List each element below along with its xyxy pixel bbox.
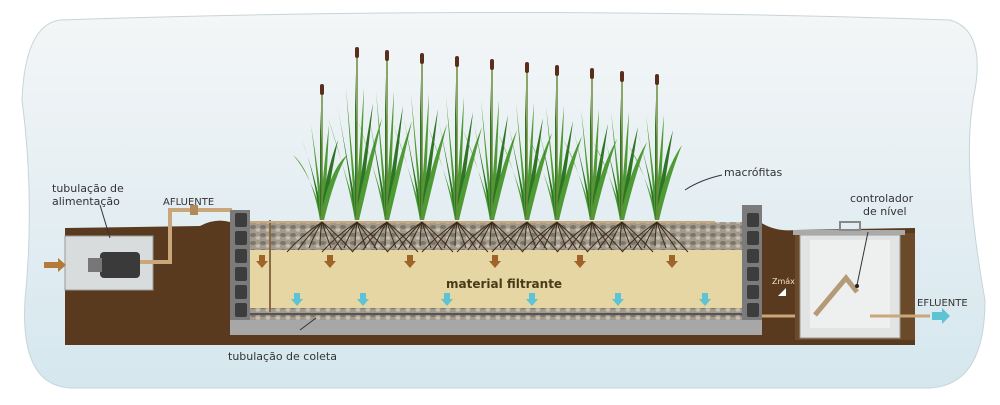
down-flow-arrow	[489, 255, 501, 268]
plant	[498, 62, 552, 220]
level-controller-box	[793, 221, 930, 340]
concrete-block	[747, 285, 759, 299]
feed-pipe-label: tubulação de	[52, 182, 124, 195]
root	[386, 221, 454, 253]
plant	[358, 50, 412, 220]
level-controller-label-2: de nível	[863, 205, 907, 218]
water-flow-arrow	[441, 293, 453, 306]
influent-label: AFLUENTE	[163, 197, 214, 208]
plant	[528, 65, 582, 220]
root	[321, 221, 389, 253]
plant	[293, 84, 347, 220]
cattail-head	[620, 71, 624, 82]
flow-arrows	[256, 255, 711, 306]
cattail-head	[525, 62, 529, 73]
cattail-head	[385, 50, 389, 61]
inflow-arrow	[44, 258, 66, 272]
zmax-marker	[778, 288, 786, 296]
plant	[328, 47, 382, 220]
concrete-block	[235, 303, 247, 317]
plant	[393, 53, 447, 220]
down-flow-arrow	[574, 255, 586, 268]
plant	[428, 56, 482, 220]
concrete-block	[235, 213, 247, 227]
plant	[563, 68, 617, 220]
feed-pipe-label-2: alimentação	[52, 195, 120, 208]
concrete-block	[747, 267, 759, 281]
cattail-head	[655, 74, 659, 85]
level-controller-label: controlador	[850, 192, 914, 205]
concrete-block	[747, 249, 759, 263]
pump-station	[64, 205, 232, 291]
root	[491, 221, 559, 253]
down-flow-arrow	[666, 255, 678, 268]
cattail-head	[320, 84, 324, 95]
concrete-block	[747, 303, 759, 317]
concrete-block	[235, 267, 247, 281]
concrete-block	[747, 231, 759, 245]
cattail-head	[455, 56, 459, 67]
effluent-label: EFLUENTE	[917, 298, 968, 309]
down-flow-arrow	[404, 255, 416, 268]
concrete-block	[235, 249, 247, 263]
filter-material-label: material filtrante	[446, 277, 562, 291]
leader-lines	[99, 174, 869, 331]
root	[456, 221, 524, 253]
zmax-label: Zmáx	[772, 277, 795, 286]
plant	[463, 59, 517, 220]
cattail-head	[355, 47, 359, 58]
concrete-block	[235, 231, 247, 245]
macrophytes-label: macrófitas	[724, 166, 782, 179]
macrophyte-plants	[293, 47, 682, 220]
root	[421, 221, 489, 253]
outflow-arrow	[932, 308, 950, 324]
cattail-head	[490, 59, 494, 70]
cattail-head	[590, 68, 594, 79]
water-flow-arrow	[612, 293, 624, 306]
cattail-head	[555, 65, 559, 76]
root	[556, 221, 624, 253]
water-flow-arrow	[291, 293, 303, 306]
water-flow-arrow	[526, 293, 538, 306]
down-flow-arrow	[256, 255, 268, 268]
down-flow-arrow	[324, 255, 336, 268]
water-flow-arrow	[357, 293, 369, 306]
plant-roots	[286, 221, 689, 253]
plant	[628, 74, 682, 220]
cattail-head	[420, 53, 424, 64]
collection-pipe-label: tubulação de coleta	[228, 350, 337, 363]
wetland-basin	[230, 205, 820, 335]
plant	[593, 71, 647, 220]
concrete-block	[235, 285, 247, 299]
root	[586, 221, 654, 253]
root	[621, 221, 689, 253]
concrete-block	[747, 213, 759, 227]
water-flow-arrow	[699, 293, 711, 306]
